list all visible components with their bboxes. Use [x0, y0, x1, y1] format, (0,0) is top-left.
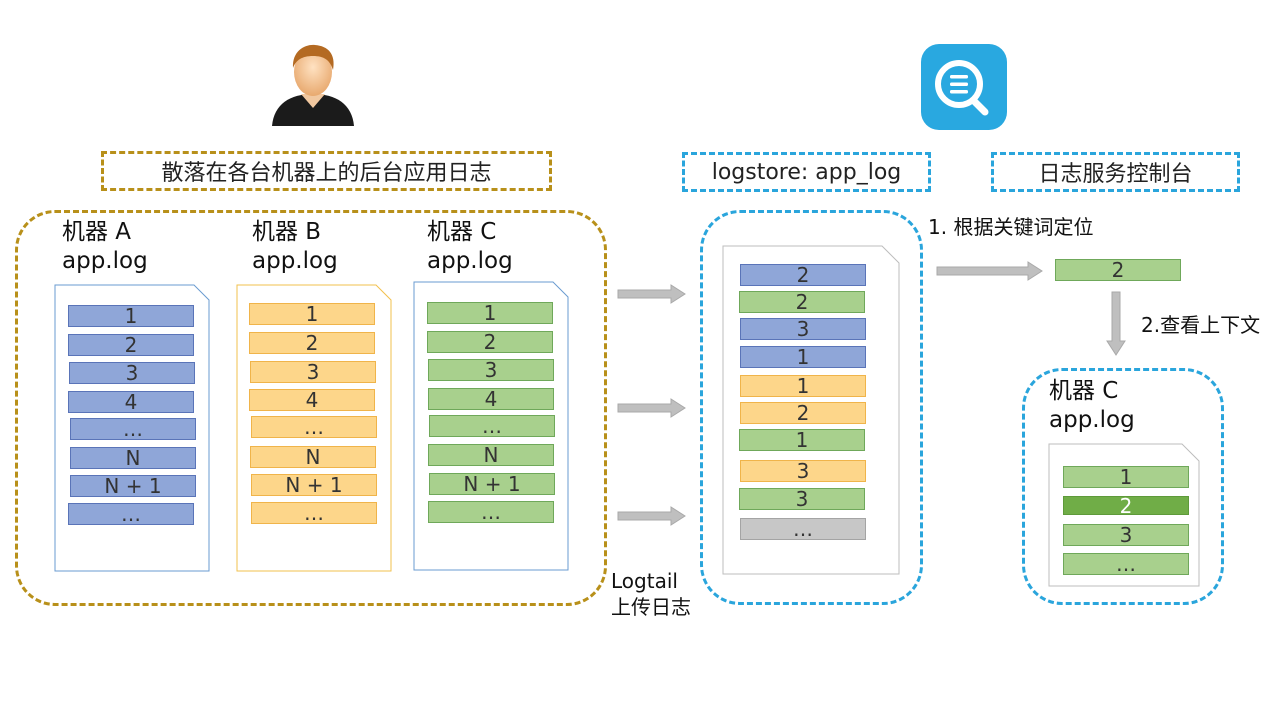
logstore-log-row: 2	[740, 401, 866, 425]
machine-c-log-row: N + 1	[429, 472, 555, 496]
machine-a-log-row: 1	[68, 304, 194, 328]
search-result-bar[interactable]: 2	[1055, 258, 1181, 282]
upload-arrow-3	[617, 506, 686, 526]
machine-c-log-row: 3	[428, 358, 554, 382]
logstore-log-row: 3	[740, 317, 866, 341]
machine-a-log-row: …	[68, 502, 194, 526]
machine-b-log-row: N + 1	[251, 473, 377, 497]
context-group	[1022, 368, 1224, 605]
machine-a-log-row: N + 1	[70, 474, 196, 498]
logtail-label: Logtail 上传日志	[611, 569, 691, 619]
machine-c-title: 机器 C app.log	[427, 219, 513, 274]
machine-c-log-row: 4	[428, 387, 554, 411]
machine-c-log-row: 1	[427, 301, 553, 325]
logstore-log-row: 1	[740, 374, 866, 398]
machine-c-log-row: …	[429, 414, 555, 438]
context-log-row: 3	[1063, 523, 1189, 547]
machine-b-title: 机器 B app.log	[252, 219, 338, 274]
machine-a-log-row: 3	[69, 361, 195, 385]
left-caption: 散落在各台机器上的后台应用日志	[101, 151, 552, 191]
search-arrow	[936, 261, 1043, 281]
context-title: 机器 C app.log	[1049, 378, 1135, 433]
machines-group	[15, 210, 607, 606]
machine-b-log-row: 1	[249, 302, 375, 326]
machine-a-title: 机器 A app.log	[62, 219, 148, 274]
logstore-log-row: 2	[740, 263, 866, 287]
upload-arrow-1	[617, 284, 686, 304]
machine-b-log-row: 4	[249, 388, 375, 412]
upload-arrow-2	[617, 398, 686, 418]
machine-b-log-row: 3	[250, 360, 376, 384]
context-arrow	[1106, 291, 1126, 356]
machine-a-log-row: 4	[68, 390, 194, 414]
console-caption: 日志服务控制台	[991, 152, 1240, 192]
step1-label: 1. 根据关键词定位	[928, 215, 1094, 239]
machine-c-log-row: …	[428, 500, 554, 524]
context-log-row: 1	[1063, 465, 1189, 489]
logstore-log-row: 1	[739, 428, 865, 452]
machine-c-log-row: N	[428, 443, 554, 467]
machine-b-log-row: …	[251, 415, 377, 439]
logstore-log-row: …	[740, 517, 866, 541]
machine-a-log-row: N	[70, 446, 196, 470]
step2-label: 2.查看上下文	[1141, 313, 1261, 337]
logstore-caption: logstore: app_log	[682, 152, 931, 192]
machine-a-log-row: …	[70, 417, 196, 441]
logstore-group	[700, 210, 923, 605]
user-icon	[272, 44, 354, 126]
logstore-log-row: 3	[740, 459, 866, 483]
context-highlight-row: 2	[1063, 494, 1189, 518]
context-log-row: …	[1063, 552, 1189, 576]
logstore-log-row: 1	[740, 345, 866, 369]
logstore-log-row: 3	[739, 487, 865, 511]
machine-b-log-row: 2	[249, 331, 375, 355]
machine-b-log-row: N	[250, 445, 376, 469]
machine-c-log-row: 2	[427, 330, 553, 354]
machine-b-log-row: …	[251, 501, 377, 525]
logstore-log-row: 2	[739, 290, 865, 314]
log-service-icon	[921, 44, 1007, 130]
machine-a-log-row: 2	[68, 333, 194, 357]
